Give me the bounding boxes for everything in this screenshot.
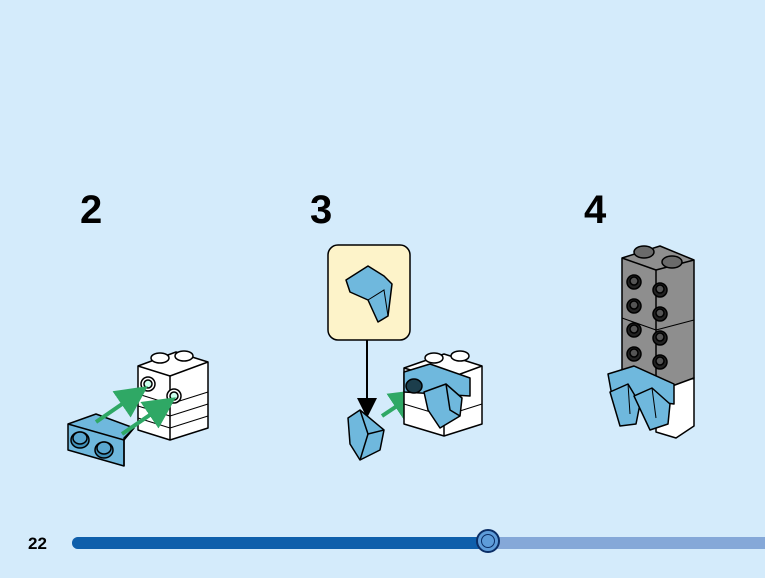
step4-base [607,365,695,439]
step2-white-brick [137,350,209,441]
progress-knob [475,529,500,553]
step3-assembly [403,350,483,437]
step-number-4: 4 [584,188,607,232]
step3-loose-slope-piece [347,409,385,461]
progress-fill [72,537,488,549]
step2-green-arrows [94,386,176,436]
progress-bar [72,529,765,553]
page-number: 22 [28,534,47,553]
step3-callout-box [327,244,411,341]
step2-blue-plate [67,413,135,467]
step-number-2: 2 [80,188,103,232]
step-number-3: 3 [310,188,333,232]
